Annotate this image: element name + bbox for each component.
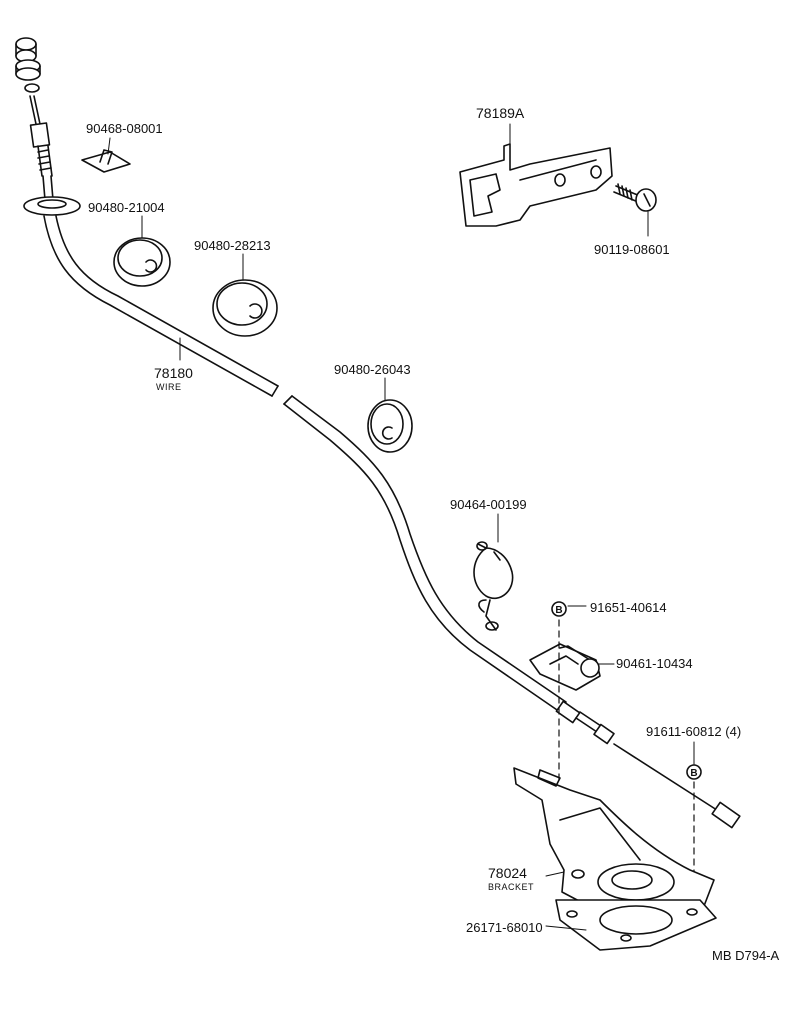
b-marker-upper [551, 601, 567, 617]
b-marker-lower-label: B [690, 768, 697, 779]
label-grommet-3: 90480-26043 [334, 362, 411, 377]
clamp2-shape [529, 643, 601, 691]
label-main-bracket-name: BRACKET [488, 882, 534, 892]
label-bolt: 90119-08601 [594, 242, 670, 257]
wire-clip-part [81, 149, 131, 173]
top-bracket-shape [459, 143, 613, 227]
wire-end-fitting [15, 37, 81, 216]
label-bolt-4: 91611-60812 (4) [646, 724, 741, 739]
diagram-code: MB D794-A [712, 948, 780, 963]
label-grommet-2: 90480-28213 [194, 238, 271, 253]
wire-cable-lower [283, 395, 741, 829]
label-grommet-1: 90480-21004 [88, 200, 165, 215]
label-clamp-2: 90461-10434 [616, 656, 693, 671]
b-marker-lower [686, 764, 702, 780]
label-top-bracket: 78189A [476, 105, 525, 121]
label-main-bracket-number: 78024 [488, 865, 527, 881]
b-marker-upper-label: B [555, 605, 562, 616]
bolt-shape [613, 183, 657, 212]
main-bracket-shape [513, 767, 715, 915]
clamp-shape [473, 541, 514, 631]
label-screw: 91651-40614 [590, 600, 667, 615]
leader-lines [107, 123, 695, 931]
gasket-shape [555, 899, 717, 951]
wire-cable-upper [43, 215, 279, 397]
label-wire-number: 78180 [154, 365, 193, 381]
label-wire-clip: 90468-08001 [86, 121, 163, 136]
grommet-2-shape [212, 279, 278, 337]
grommet-1-shape [113, 237, 171, 287]
label-clamp: 90464-00199 [450, 497, 527, 512]
grommet-3-shape [367, 399, 413, 453]
label-wire-name: WIRE [156, 382, 182, 392]
alignment-lines [558, 619, 695, 911]
label-gasket: 26171-68010 [466, 920, 543, 935]
